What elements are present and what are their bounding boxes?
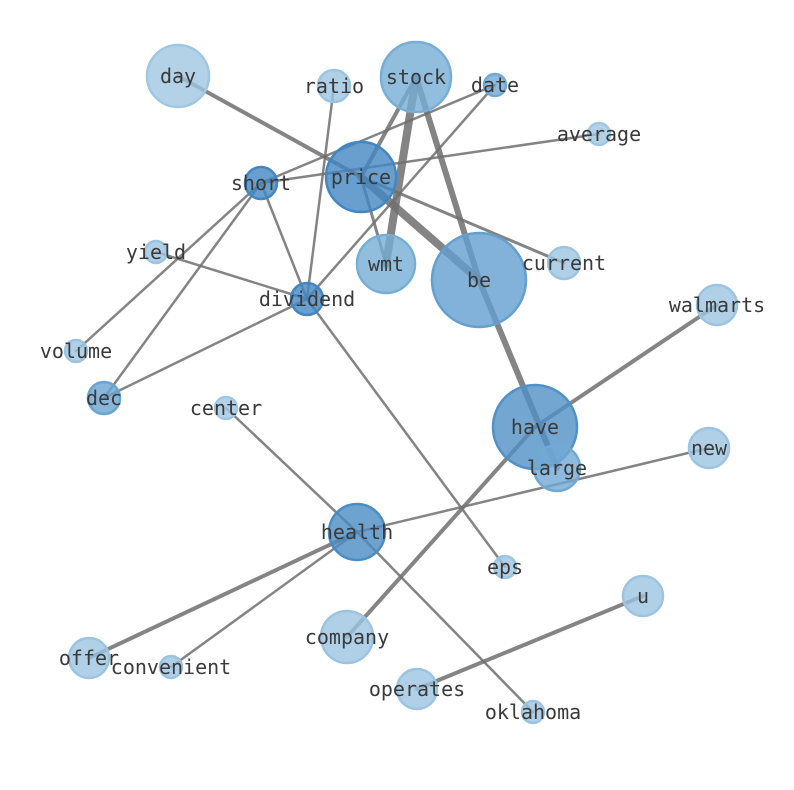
node-average[interactable] bbox=[586, 121, 612, 147]
node-offer[interactable] bbox=[67, 636, 111, 680]
label-layer: day ratio stock date average short price yield w… bbox=[40, 64, 765, 724]
edge-layer bbox=[74, 73, 719, 714]
node-label-dec: dec bbox=[86, 386, 122, 410]
node-date[interactable] bbox=[482, 72, 508, 98]
node-label-day: day bbox=[160, 64, 196, 88]
node-label-oklahoma: oklahoma bbox=[485, 700, 581, 724]
edge-ratio-dividend bbox=[305, 84, 336, 301]
node-label-company: company bbox=[305, 625, 389, 649]
node-label-walmarts: walmarts bbox=[669, 293, 765, 317]
edge-price-current bbox=[359, 175, 566, 265]
node-dec[interactable] bbox=[86, 380, 122, 416]
edge-yield-dividend bbox=[154, 250, 309, 301]
edge-have-company bbox=[345, 425, 537, 639]
node-volume[interactable] bbox=[63, 338, 89, 364]
node-oklahoma[interactable] bbox=[520, 699, 546, 725]
node-label-new: new bbox=[691, 436, 728, 460]
edge-dividend-dec bbox=[102, 297, 309, 400]
node-label-short: short bbox=[231, 171, 291, 195]
node-large[interactable] bbox=[532, 443, 582, 493]
edge-health-oklahoma bbox=[355, 530, 535, 714]
edge-health-offer bbox=[87, 530, 359, 660]
edge-dividend-eps bbox=[305, 297, 507, 569]
node-u[interactable] bbox=[621, 574, 665, 618]
node-label-date: date bbox=[471, 73, 519, 97]
node-company[interactable] bbox=[319, 609, 375, 665]
edge-short-dec bbox=[102, 181, 263, 400]
node-operates[interactable] bbox=[395, 667, 439, 711]
node-yield[interactable] bbox=[143, 239, 169, 265]
node-price[interactable] bbox=[324, 140, 398, 214]
node-walmarts[interactable] bbox=[695, 283, 739, 327]
node-label-volume: volume bbox=[40, 339, 112, 363]
node-label-wmt: wmt bbox=[368, 252, 404, 276]
node-layer bbox=[63, 40, 739, 725]
node-label-price: price bbox=[331, 165, 391, 189]
node-short[interactable] bbox=[243, 165, 279, 201]
node-stock[interactable] bbox=[379, 40, 453, 114]
node-label-large: large bbox=[527, 456, 587, 480]
node-ratio[interactable] bbox=[316, 68, 352, 104]
node-be[interactable] bbox=[430, 231, 528, 329]
node-dividend[interactable] bbox=[289, 281, 325, 317]
node-label-ratio: ratio bbox=[304, 74, 364, 98]
node-label-center: center bbox=[190, 396, 262, 420]
node-label-have: have bbox=[511, 415, 559, 439]
node-health[interactable] bbox=[327, 502, 387, 562]
edge-u-operates bbox=[415, 594, 645, 691]
node-label-offer: offer bbox=[59, 646, 119, 670]
node-current[interactable] bbox=[546, 245, 582, 281]
node-label-yield: yield bbox=[126, 240, 186, 264]
node-label-current: current bbox=[522, 251, 606, 275]
node-label-operates: operates bbox=[369, 677, 465, 701]
node-center[interactable] bbox=[213, 395, 239, 421]
edge-center-health bbox=[224, 406, 359, 534]
edge-new-health bbox=[355, 446, 711, 534]
node-label-dividend: dividend bbox=[259, 287, 355, 311]
edge-short-date bbox=[259, 83, 497, 185]
node-convenient[interactable] bbox=[158, 654, 184, 680]
node-label-eps: eps bbox=[487, 555, 523, 579]
node-label-u: u bbox=[637, 584, 649, 608]
edge-short-volume bbox=[74, 181, 263, 353]
edge-date-dividend bbox=[305, 83, 497, 301]
node-new[interactable] bbox=[687, 426, 731, 470]
edge-health-convenient bbox=[169, 530, 359, 669]
node-wmt[interactable] bbox=[355, 233, 417, 295]
edge-short-dividend bbox=[259, 181, 309, 301]
node-eps[interactable] bbox=[492, 554, 518, 580]
node-label-health: health bbox=[321, 520, 393, 544]
node-day[interactable] bbox=[145, 43, 211, 109]
node-label-be: be bbox=[467, 268, 491, 292]
node-label-convenient: convenient bbox=[111, 655, 231, 679]
node-label-stock: stock bbox=[386, 65, 446, 89]
node-label-average: average bbox=[557, 122, 641, 146]
